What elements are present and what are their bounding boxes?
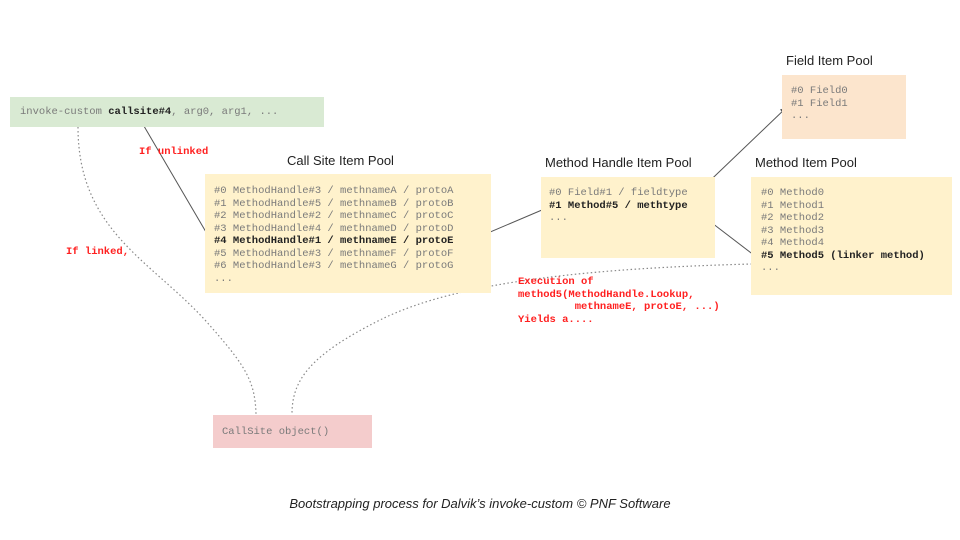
annotation-execution-line: method5(MethodHandle.Lookup, [518,288,695,301]
pool-item: #0 Field#1 / fieldtype [549,187,688,199]
pool-item: #2 MethodHandle#2 / methnameC / protoC [214,210,454,222]
arrow-invoke-to-callsite4 [140,120,214,245]
pool-item: #6 MethodHandle#3 / methnameG / protoG [214,260,454,272]
pool-item: #0 Method0 [761,187,825,199]
field-pool: #0 Field0#1 Field1... [782,75,906,139]
pool-item: #3 MethodHandle#4 / methnameD / protoD [214,222,454,235]
pool-item: #1 Field1 [791,97,848,110]
method-handle-pool: #0 Field#1 / fieldtype#1 Method#5 / meth… [541,177,715,258]
pool-item: #2 Method2 [761,212,825,224]
invoke-callsite-ref: callsite#4 [108,106,172,118]
callsite-object-label: CallSite object() [222,426,330,438]
invoke-suffix: , arg0, arg1, ... [171,106,279,118]
invoke-custom-instruction: invoke-custom callsite#4, arg0, arg1, ..… [10,97,324,127]
pool-item: ... [761,262,780,274]
pool-item: #1 Method1 [761,199,825,212]
invoke-prefix: invoke-custom [20,106,109,118]
annotation-execution-line: methnameE, protoE, ...) [518,301,720,313]
pool-item: ... [214,272,233,285]
annotation-execution-line: Yields a.... [518,313,594,326]
call-site-pool: #0 MethodHandle#3 / methnameA / protoA#1… [205,174,491,293]
figure-caption: Bootstrapping process for Dalvik’s invok… [289,496,671,511]
method-pool: #0 Method0#1 Method1#2 Method2#3 Method3… [751,177,952,295]
annotation-if-linked: If linked, [66,246,130,258]
method-pool-title: Method Item Pool [755,155,857,170]
pool-item: #0 MethodHandle#3 / methnameA / protoA [214,185,454,197]
call-site-pool-title: Call Site Item Pool [287,153,394,168]
dotted-link-execution [291,263,753,415]
pool-item: #5 MethodHandle#3 / methnameF / protoF [214,247,454,260]
annotation-if-unlinked: If unlinked [139,146,209,158]
pool-item: ... [791,110,810,122]
pool-item: #4 Method4 [761,237,825,249]
pool-item: #1 MethodHandle#5 / methnameB / protoB [214,197,454,210]
method-handle-pool-title: Method Handle Item Pool [545,155,692,170]
pool-item: #4 MethodHandle#1 / methnameE / protoE [214,235,454,247]
pool-item: #1 Method#5 / methtype [549,199,688,212]
pool-item: #5 Method5 (linker method) [761,249,925,262]
pool-item: ... [549,212,568,224]
pool-item: #3 Method3 [761,224,825,237]
field-pool-title: Field Item Pool [786,53,873,68]
annotation-execution-line: Execution of [518,276,594,288]
pool-item: #0 Field0 [791,85,848,97]
callsite-object: CallSite object() [213,415,372,448]
